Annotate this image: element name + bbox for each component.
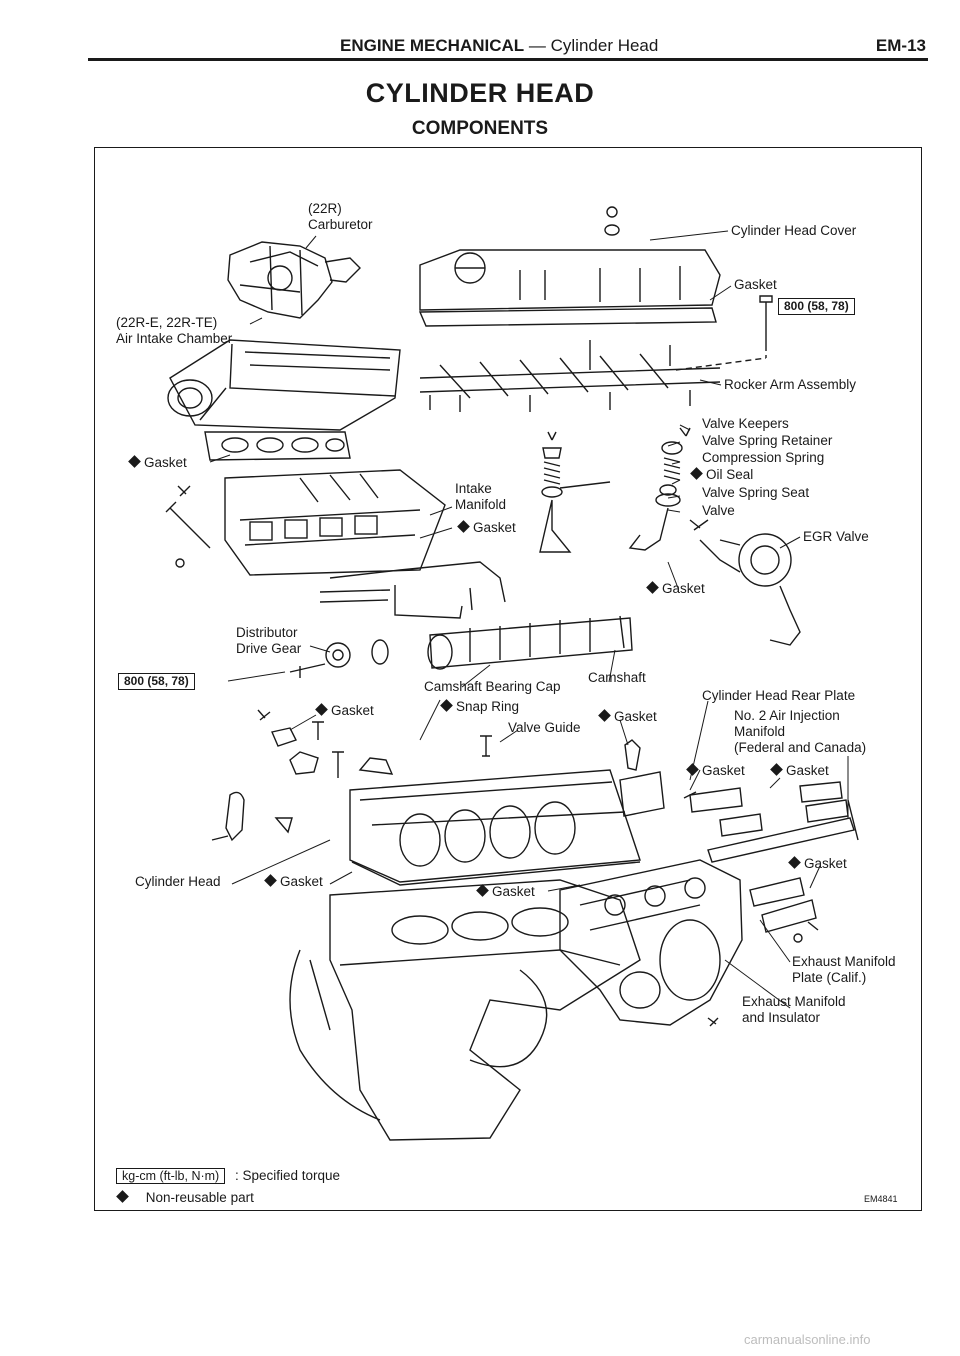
label-valve: Valve [702,503,735,518]
legend-torque: kg-cm (ft-lb, N·m) : Specified torque [116,1168,341,1184]
legend-unit-desc: : Specified torque [234,1168,341,1183]
torque-box-distributor: 800 (58, 78) [118,673,195,690]
page-title: CYLINDER HEAD [365,78,595,108]
nonreusable-icon [788,856,801,869]
label-no2-air-injection-manifold: No. 2 Air Injection Manifold (Federal an… [734,708,867,755]
exhaust-manifold-part [559,859,743,1027]
label-valve-spring-retainer: Valve Spring Retainer [702,433,833,448]
nonreusable-icon [457,520,470,533]
intake-chamber-gasket-part [204,431,351,461]
label-camshaft: Camshaft [588,670,646,685]
diagram-frame [94,147,922,1211]
header-rule [88,58,928,61]
camshaft-part [427,615,633,670]
label-gasket-intake-manifold: Gasket [457,520,516,536]
carburetor-part [227,241,361,319]
rocker-arm-assembly-part [419,340,721,412]
nonreusable-icon [690,467,703,480]
cylinder-head-cover-part [418,206,721,327]
mid-small-parts [211,709,492,842]
label-gasket-head: Gasket [264,874,323,890]
label-cylinder-head-cover: Cylinder Head Cover [731,223,857,238]
cover-bolt [759,295,773,345]
torque-box-cover: 800 (58, 78) [778,298,855,315]
label-gasket-air-2: Gasket [770,763,829,779]
label-valve-keepers: Valve Keepers [702,416,789,431]
nonreusable-icon [440,699,453,712]
label-gasket-mid: Gasket [598,709,657,725]
label-gasket-intake-chamber: Gasket [128,455,187,471]
egr-valve-part [689,519,801,646]
section-title: ENGINE MECHANICAL — Cylinder Head [340,36,659,55]
label-camshaft-bearing-cap: Camshaft Bearing Cap [424,679,561,694]
nonreusable-icon [476,884,489,897]
label-distributor-drive-gear: Distributor Drive Gear [236,625,302,656]
intake-pipes [319,561,506,619]
label-gasket-egr: Gasket [646,581,705,597]
label-rocker-arm-assembly: Rocker Arm Assembly [724,377,857,392]
label-cylinder-head: Cylinder Head [135,874,221,889]
nonreusable-icon [770,763,783,776]
nonreusable-icon [686,763,699,776]
label-exhaust-manifold-plate: Exhaust Manifold Plate (Calif.) [792,954,896,985]
engine-block-part [289,879,641,1141]
label-valve-spring-seat: Valve Spring Seat [702,485,810,500]
nonreusable-icon [116,1190,129,1203]
label-exhaust-manifold-insulator: Exhaust Manifold and Insulator [742,994,846,1025]
nonreusable-icon [264,874,277,887]
nonreusable-icon [646,581,659,594]
exhaust-manifold-gaskets [749,877,819,943]
air-intake-chamber-part [167,339,401,431]
page-subtitle: COMPONENTS [411,118,549,139]
air-injection-manifold-part [689,781,859,863]
label-valve-guide: Valve Guide [508,720,581,735]
page-number: EM-13 [875,36,926,55]
label-snap-ring: Snap Ring [440,699,519,715]
intake-bolts [165,485,211,568]
figure-code: EM4841 [864,1194,898,1204]
watermark: carmanualsonline.info [744,1332,871,1347]
legend-nonreusable: Non-reusable part [116,1190,254,1205]
label-gasket-air-1: Gasket [686,763,745,779]
label-cover-gasket: Gasket [734,277,777,292]
label-oil-seal: Oil Seal [690,467,753,483]
label-carburetor: (22R) Carburetor [308,201,373,232]
distributor-gear-part [289,639,389,678]
nonreusable-icon [598,709,611,722]
label-gasket-air-3: Gasket [788,856,847,872]
page-header: ENGINE MECHANICAL — Cylinder Head EM-13 [0,34,960,58]
label-intake-manifold: Intake Manifold [455,481,507,512]
label-gasket-exhaust: Gasket [476,884,535,900]
nonreusable-icon [315,703,328,716]
label-gasket-left-mid: Gasket [315,703,374,719]
intake-manifold-part [224,469,446,576]
cylinder-head-part [349,769,641,886]
legend-unit-box: kg-cm (ft-lb, N·m) [116,1168,226,1184]
label-compression-spring: Compression Spring [702,450,825,465]
label-egr-valve: EGR Valve [803,529,869,544]
nonreusable-icon [128,455,141,468]
valve-parts-stack [539,427,691,553]
label-cylinder-head-rear-plate: Cylinder Head Rear Plate [702,688,856,703]
label-air-intake-chamber: (22R-E, 22R-TE) Air Intake Chamber [116,315,233,346]
rear-plate-part [619,739,697,817]
rocker-dashed-guide [675,345,767,371]
